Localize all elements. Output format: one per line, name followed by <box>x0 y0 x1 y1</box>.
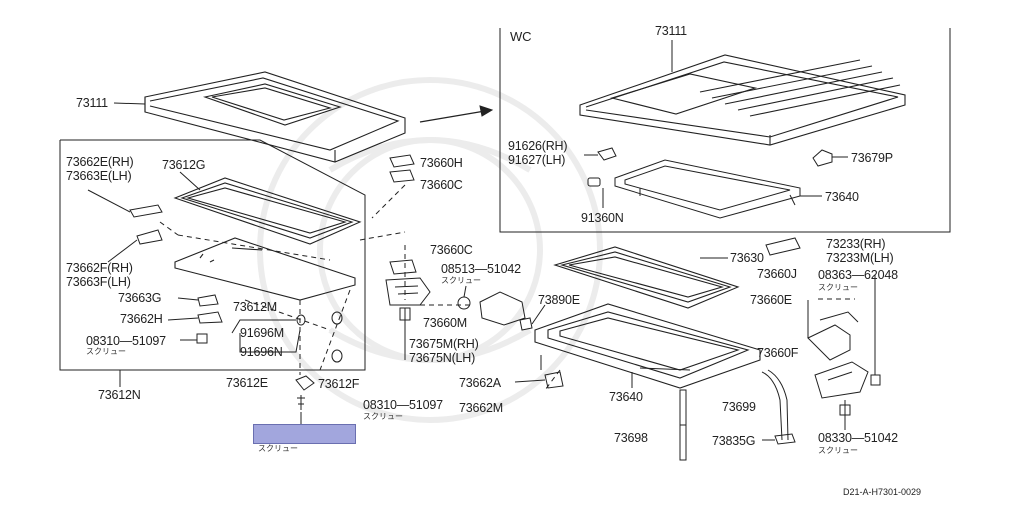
label-73612f: 73612F <box>318 377 360 391</box>
seal-73612g <box>175 178 360 244</box>
screw-08310-mid <box>400 308 410 320</box>
wc-roof-73111 <box>580 55 905 145</box>
label-73662m: 73662M <box>459 401 503 415</box>
label-73612e: 73612E <box>226 376 268 390</box>
label-73663g: 73663G <box>118 291 162 305</box>
label-73675n: 73675N(LH) <box>409 351 476 365</box>
label-91696m: 91696M <box>240 326 284 340</box>
seal-73630 <box>555 247 738 308</box>
latch-73675 <box>458 286 525 325</box>
label-wc-73640: 73640 <box>825 190 859 204</box>
part-73660h <box>390 155 414 167</box>
screw-08310-left <box>180 334 207 343</box>
label-73233m: 73233M(LH) <box>826 251 894 265</box>
handle-73660m <box>386 278 430 305</box>
label-73662e: 73662E(RH) <box>66 155 134 169</box>
label-73662a: 73662A <box>459 376 501 390</box>
label-73660j: 73660J <box>757 267 797 281</box>
part-73660c-mid <box>390 260 416 274</box>
screw-08330 <box>840 400 850 430</box>
leader-73612g <box>180 172 200 190</box>
label-73662f: 73662F(RH) <box>66 261 133 275</box>
part-73660c-top <box>390 170 414 182</box>
label-91696n: 91696N <box>240 345 283 359</box>
label-91626: 91626(RH) <box>508 139 568 153</box>
clip-73612e <box>296 376 314 410</box>
wc-pin-91360n <box>588 178 603 208</box>
handle-73660f <box>815 362 868 398</box>
pins-91696 <box>232 312 342 362</box>
label-73111: 73111 <box>76 96 108 110</box>
label-73660e: 73660E <box>750 293 792 307</box>
label-73890e: 73890E <box>538 293 580 307</box>
label-73663f: 73663F(LH) <box>66 275 131 289</box>
part-73663g <box>178 295 218 306</box>
sub-screw-08513: スクリュー <box>441 276 481 285</box>
label-73660m: 73660M <box>423 316 467 330</box>
label-91627: 91627(LH) <box>508 153 566 167</box>
bracket-73662e <box>88 190 162 217</box>
frame-73640 <box>535 304 760 388</box>
label-08330: 08330—51042 <box>818 431 898 445</box>
label-73660c-mid: 73660C <box>430 243 473 257</box>
sunshade-panel <box>175 238 355 300</box>
sub-screw-08363: スクリュー <box>818 283 858 292</box>
bracket-73662f <box>108 230 162 262</box>
part-73890e <box>520 305 545 330</box>
wc-box <box>500 28 950 232</box>
label-73233: 73233(RH) <box>826 237 886 251</box>
label-91360n: 91360N <box>581 211 624 225</box>
part-73662h <box>168 312 222 323</box>
label-73679p: 73679P <box>851 151 893 165</box>
label-73662h: 73662H <box>120 312 163 326</box>
label-08513: 08513—51042 <box>441 262 521 276</box>
label-73660c-top: 73660C <box>420 178 463 192</box>
screw-08363 <box>871 275 880 385</box>
label-73663e: 73663E(LH) <box>66 169 132 183</box>
label-73640: 73640 <box>609 390 643 404</box>
label-73675m: 73675M(RH) <box>409 337 479 351</box>
label-73612n: 73612N <box>98 388 141 402</box>
label-73835g: 73835G <box>712 434 756 448</box>
label-73612m: 73612M <box>233 300 277 314</box>
label-73630: 73630 <box>730 251 764 265</box>
label-wc-title: WC <box>510 29 532 44</box>
wc-bracket-91626 <box>584 148 616 160</box>
roof-panel-73111 <box>145 72 405 162</box>
drain-73699 <box>762 370 788 440</box>
leader-73111 <box>114 103 145 104</box>
label-73698: 73698 <box>614 431 648 445</box>
label-73699: 73699 <box>722 400 756 414</box>
label-08363: 08363—62048 <box>818 268 898 282</box>
label-73660h: 73660H <box>420 156 463 170</box>
sub-screw-08310-left: スクリュー <box>86 347 126 356</box>
wc-frame-73640 <box>615 160 800 218</box>
sub-screw-08330: スクリュー <box>818 446 858 455</box>
clip-73835g <box>762 434 795 444</box>
bracket-73662a <box>515 355 563 388</box>
label-wc-73111: 73111 <box>655 24 687 38</box>
label-08310-left: 08310—51097 <box>86 334 166 348</box>
wc-part-73679p <box>813 150 848 166</box>
left-group-box <box>60 140 365 387</box>
label-73612g: 73612G <box>162 158 206 172</box>
highlighted-part-box[interactable] <box>253 424 356 444</box>
diagram-reference-code: D21-A-H7301-0029 <box>843 487 922 497</box>
sub-screw-08310-mid: スクリュー <box>363 412 403 421</box>
label-08310-mid: 08310—51097 <box>363 398 443 412</box>
drain-73698 <box>680 390 686 460</box>
part-73233 <box>766 238 800 255</box>
label-73660f: 73660F <box>757 346 799 360</box>
sub-screw-highlight: スクリュー <box>258 444 298 453</box>
bracket-73660e <box>808 300 858 360</box>
arrow-to-wc <box>420 106 492 122</box>
